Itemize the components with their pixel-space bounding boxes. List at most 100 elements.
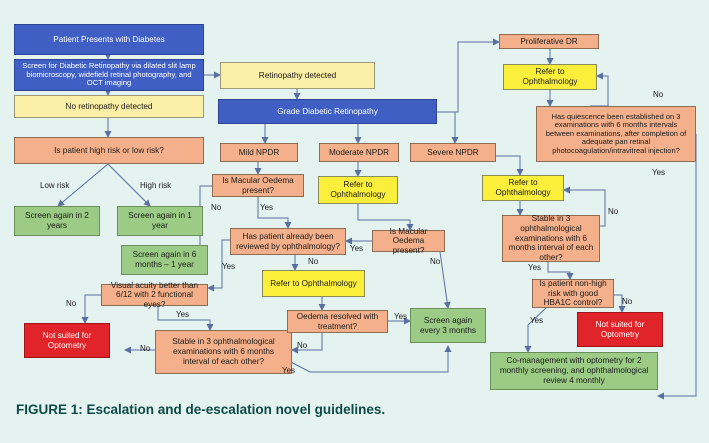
macular-oedema-mild-text: Is Macular Oedema present? bbox=[222, 175, 294, 195]
visual-acuity-text: Visual acuity better than 6/12 with 2 fu… bbox=[110, 280, 199, 309]
mild-npdr-box: Mild NPDR bbox=[220, 143, 298, 162]
stable-3-right-box: Stable in 3 ophthalmological examination… bbox=[502, 214, 600, 263]
severe-npdr-text: Severe NPDR bbox=[427, 147, 479, 157]
screen-2-years-text: Screen again in 2 years bbox=[25, 211, 89, 230]
arrow-nonhigh-no bbox=[614, 294, 626, 313]
proliferative-dr-box: Proliferative DR bbox=[499, 34, 599, 49]
co-management-box: Co-management with optometry for 2 month… bbox=[490, 352, 658, 390]
refer-ophth-moderate-text: Refer to Ophthalmology bbox=[330, 180, 386, 199]
visual-acuity-box: Visual acuity better than 6/12 with 2 fu… bbox=[101, 281, 208, 309]
retinopathy-detected-box: Retinopathy detected bbox=[220, 62, 375, 89]
macular-oedema-moderate-box: Is Macular Oedema present? bbox=[372, 227, 445, 255]
oedema-resolved-box: Oedema resolved with treatment? bbox=[287, 310, 388, 333]
non-high-risk-text: Is patient non-high risk with good HBA1C… bbox=[539, 279, 607, 308]
non-high-risk-box: Is patient non-high risk with good HBA1C… bbox=[532, 279, 614, 308]
reviewed-question-text: Has patient already been reviewed by oph… bbox=[236, 231, 340, 251]
not-suited-right-text: Not suited for Optometry bbox=[595, 319, 645, 339]
label-no-stable-right: No bbox=[608, 207, 619, 216]
refer-ophth-prolif-box: Refer to Ophthalmology bbox=[503, 64, 597, 90]
label-no-oedema: No bbox=[297, 341, 308, 350]
label-no-quiescence: No bbox=[653, 90, 664, 99]
grade-dr-box: Grade Diabetic Retinopathy bbox=[218, 99, 437, 124]
screen-for-dr-text: Screen for Diabetic Retinopathy via dila… bbox=[22, 61, 196, 88]
label-no-reviewed: No bbox=[308, 257, 319, 266]
no-retinopathy-text: No retinopathy detected bbox=[65, 101, 153, 111]
label-yes-oedema: Yes bbox=[394, 312, 408, 321]
refer-ophth-center-box: Refer to Ophthalmology bbox=[262, 270, 365, 297]
refer-ophth-severe-box: Refer to Ophthalmology bbox=[482, 175, 564, 201]
stable-3-bottom-box: Stable in 3 ophthalmological examination… bbox=[155, 330, 292, 374]
arrow-risk-low bbox=[57, 163, 109, 207]
quiescence-question-box: Has quiescence been established on 3 exa… bbox=[536, 106, 696, 162]
label-yes-mild-mo: Yes bbox=[260, 203, 274, 212]
macular-oedema-mild-box: Is Macular Oedema present? bbox=[212, 174, 304, 197]
refer-ophth-moderate-box: Refer to Ophthalmology bbox=[318, 176, 398, 204]
moderate-npdr-box: Moderate NPDR bbox=[319, 143, 399, 162]
label-no-nonhigh: No bbox=[622, 297, 633, 306]
refer-ophth-severe-text: Refer to Ophthalmology bbox=[495, 178, 551, 197]
screen-6-months-box: Screen again in 6 months – 1 year bbox=[121, 245, 208, 275]
proliferative-dr-text: Proliferative DR bbox=[520, 36, 578, 46]
screen-3-months-box: Screen again every 3 months bbox=[410, 308, 486, 343]
screen-for-dr-box: Screen for Diabetic Retinopathy via dila… bbox=[14, 59, 204, 91]
label-no-stable-bottom: No bbox=[140, 344, 151, 353]
screen-6-months-text: Screen again in 6 months – 1 year bbox=[132, 250, 197, 269]
arrow-visual-yes bbox=[157, 306, 214, 331]
arrow-reviewed-yes bbox=[207, 239, 230, 292]
oedema-resolved-text: Oedema resolved with treatment? bbox=[296, 311, 379, 331]
risk-question-text: Is patient high risk or low risk? bbox=[54, 145, 164, 155]
arrow-mild-mo-yes bbox=[257, 197, 292, 229]
label-high-risk: High risk bbox=[140, 181, 172, 190]
arrow-stable-bottom-yes bbox=[286, 345, 452, 373]
arrow-quiescence-yes bbox=[657, 134, 697, 400]
screen-3-months-text: Screen again every 3 months bbox=[420, 315, 476, 335]
stable-3-right-text: Stable in 3 ophthalmological examination… bbox=[508, 214, 594, 263]
arrow-oedema-no bbox=[291, 333, 323, 354]
arrow-refer-to-moderate-mo bbox=[357, 204, 414, 231]
arrow-stable-right-yes bbox=[547, 262, 574, 280]
severe-npdr-box: Severe NPDR bbox=[410, 143, 496, 162]
label-low-risk: Low risk bbox=[40, 181, 70, 190]
refer-ophth-center-text: Refer to Ophthalmology bbox=[270, 278, 357, 288]
mild-npdr-text: Mild NPDR bbox=[238, 147, 280, 157]
label-yes-quiescence: Yes bbox=[652, 168, 666, 177]
arrow-risk-high bbox=[107, 163, 151, 207]
screen-2-years-box: Screen again in 2 years bbox=[14, 206, 100, 236]
not-suited-right-box: Not suited for Optometry bbox=[577, 312, 663, 347]
grade-dr-text: Grade Diabetic Retinopathy bbox=[277, 106, 378, 116]
figure-caption: FIGURE 1: Escalation and de-escalation n… bbox=[16, 402, 386, 417]
macular-oedema-moderate-text: Is Macular Oedema present? bbox=[389, 226, 428, 255]
label-no-mild-mo: No bbox=[211, 203, 222, 212]
label-no-mo-moderate: No bbox=[430, 257, 441, 266]
arrow-moderate-mo-no bbox=[439, 251, 451, 309]
not-suited-left-box: Not suited for Optometry bbox=[24, 323, 110, 358]
patient-presents-box: Patient Presents with Diabetes bbox=[14, 24, 204, 55]
risk-question-box: Is patient high risk or low risk? bbox=[14, 137, 204, 164]
stable-3-bottom-text: Stable in 3 ophthalmological examination… bbox=[172, 337, 275, 366]
arrow-grade-proliferative bbox=[437, 38, 500, 113]
label-yes-reviewed: Yes bbox=[222, 262, 236, 271]
arrow-visual-no bbox=[81, 294, 101, 324]
arrow-nonhigh-yes bbox=[524, 305, 549, 353]
arrow-severe-to-refer bbox=[496, 155, 524, 176]
label-yes-stable-bottom: Yes bbox=[282, 366, 296, 375]
co-management-text: Co-management with optometry for 2 month… bbox=[499, 356, 649, 385]
screen-1-year-box: Screen again in 1 year bbox=[117, 206, 203, 236]
label-yes-stable-right: Yes bbox=[528, 263, 542, 272]
label-yes-mo-moderate: Yes bbox=[350, 244, 364, 253]
reviewed-question-box: Has patient already been reviewed by oph… bbox=[230, 228, 346, 255]
refer-ophth-prolif-text: Refer to Ophthalmology bbox=[522, 67, 578, 86]
arrow-stable-right-no bbox=[563, 186, 606, 227]
arrow-grade-severe bbox=[437, 111, 459, 144]
moderate-npdr-text: Moderate NPDR bbox=[328, 147, 390, 157]
screen-1-year-text: Screen again in 1 year bbox=[128, 211, 192, 230]
label-yes-nonhigh: Yes bbox=[530, 316, 544, 325]
no-retinopathy-box: No retinopathy detected bbox=[14, 95, 204, 118]
label-yes-visual: Yes bbox=[176, 310, 190, 319]
patient-presents-text: Patient Presents with Diabetes bbox=[53, 34, 165, 44]
retinopathy-detected-text: Retinopathy detected bbox=[258, 70, 337, 80]
not-suited-left-text: Not suited for Optometry bbox=[42, 330, 92, 350]
label-no-visual: No bbox=[66, 299, 77, 308]
